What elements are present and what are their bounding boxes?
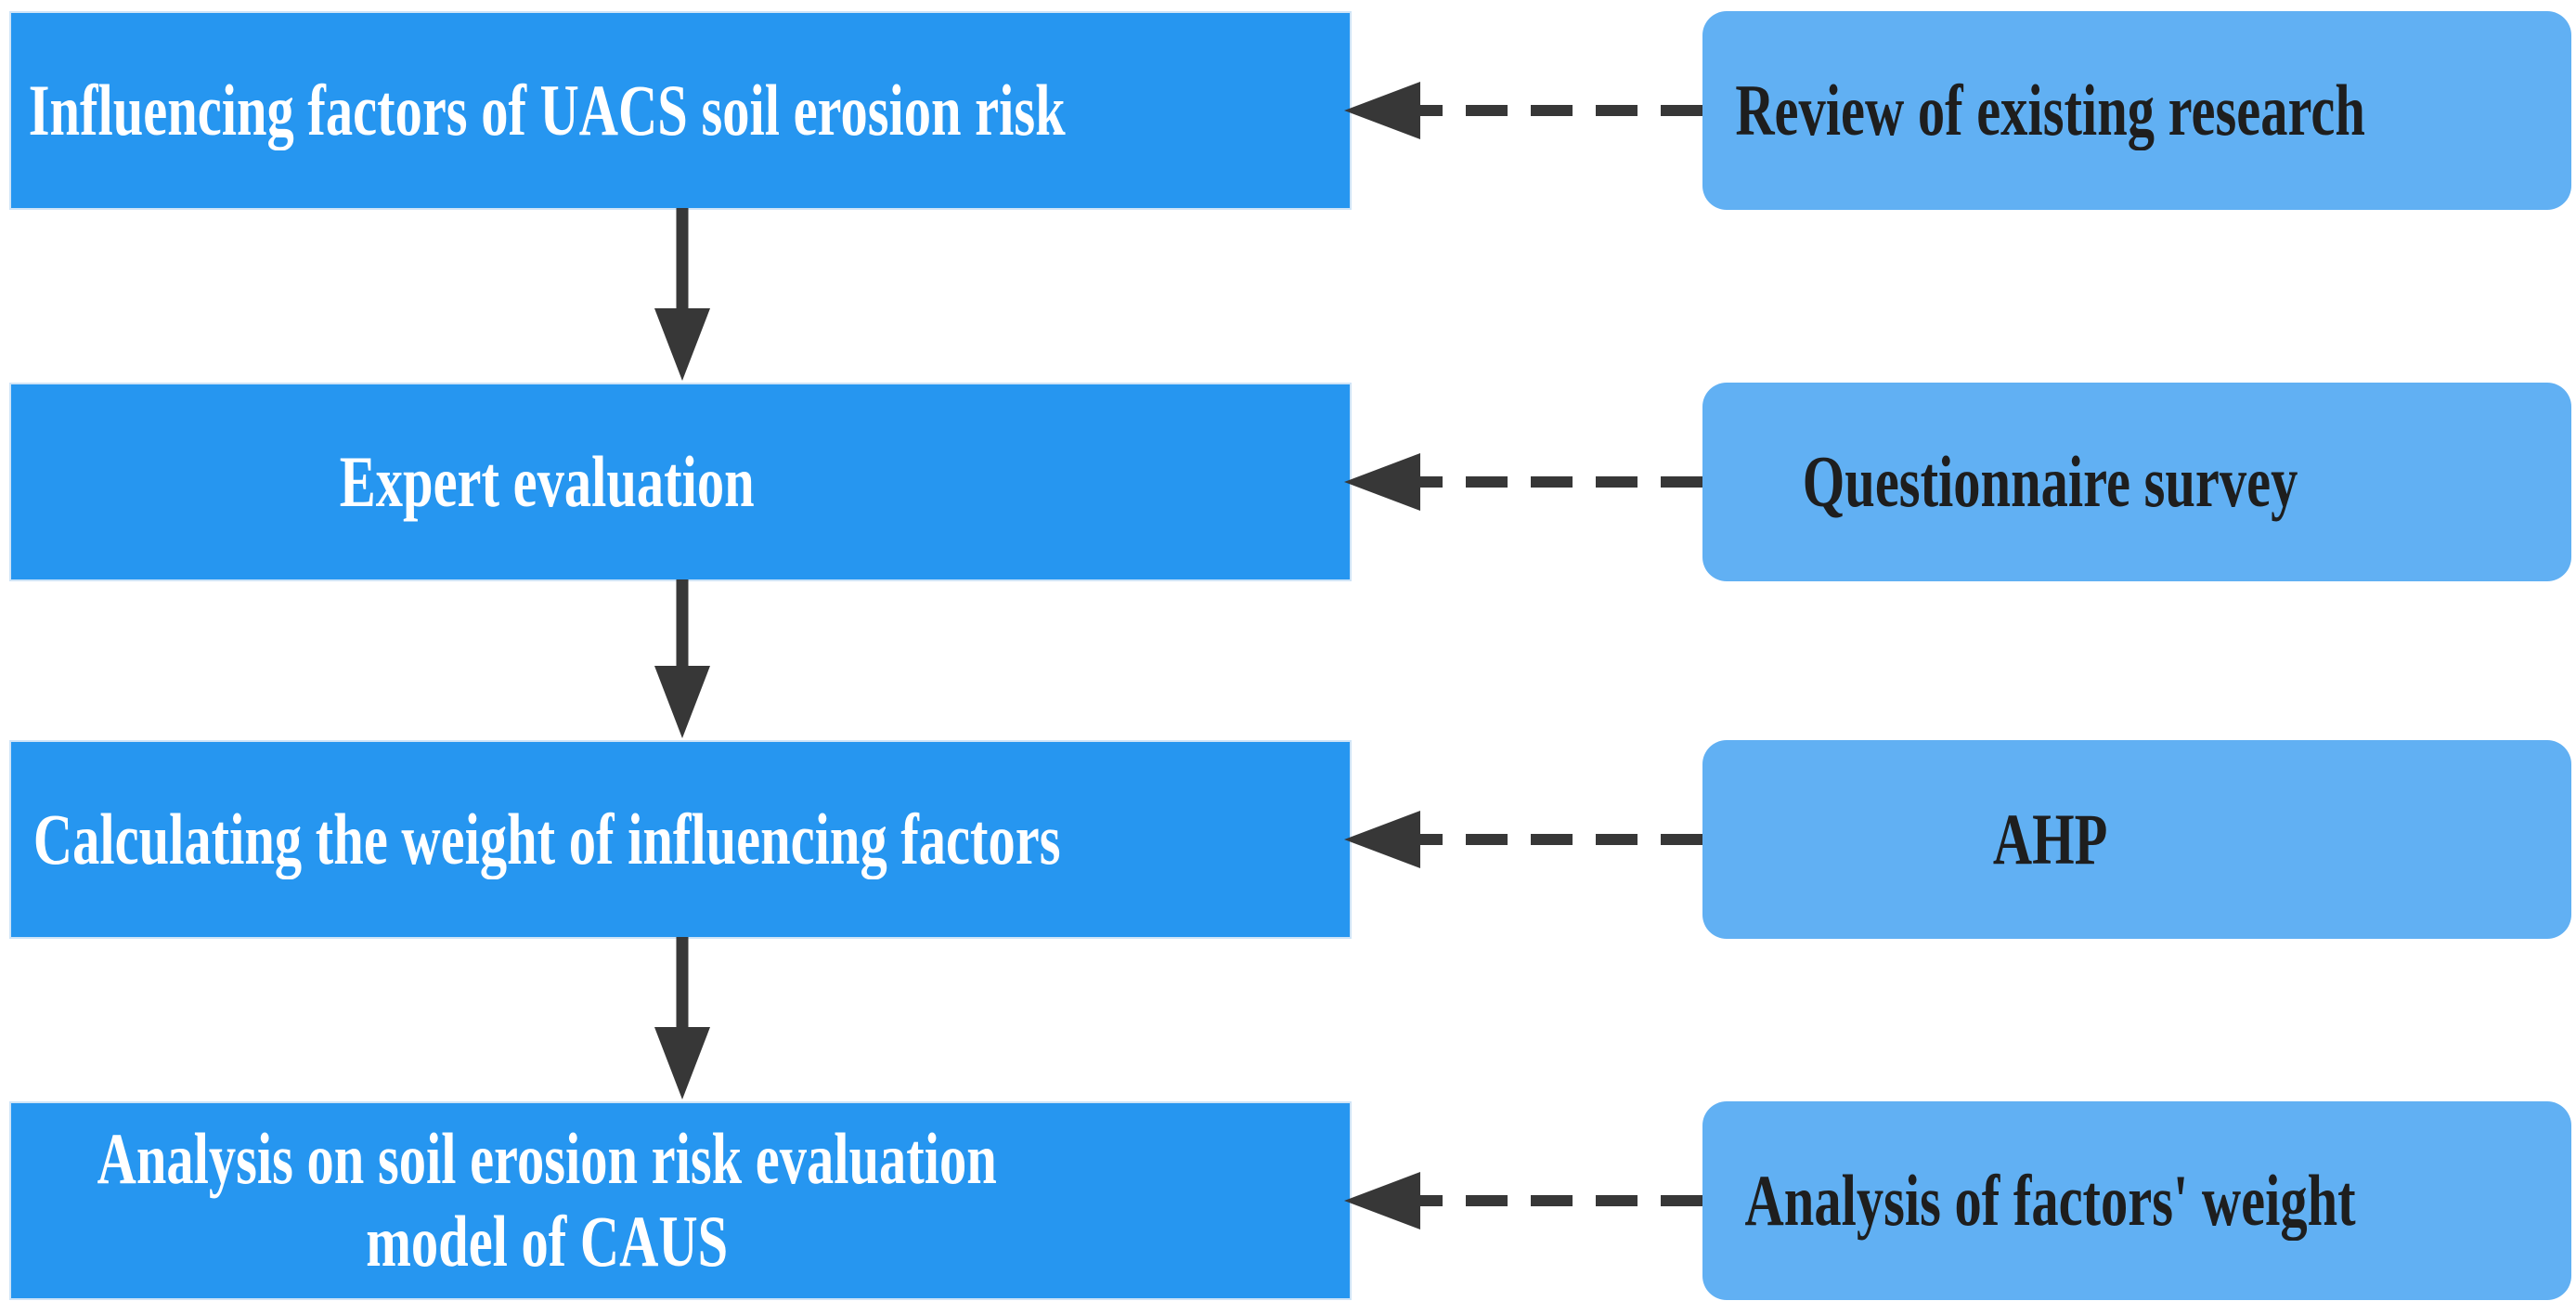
source-box-ahp: AHP <box>1702 740 2571 939</box>
step-box-calculating-weight: Calculating the weight of influencing fa… <box>9 740 1352 939</box>
dashed-left-arrow-icon <box>1344 453 1702 511</box>
source-box-review-research: Review of existing research <box>1702 11 2571 210</box>
source-label: Review of existing research <box>1735 69 2365 150</box>
down-arrow-icon <box>654 937 710 1099</box>
step-box-analysis-model: Analysis on soil erosion risk evaluation… <box>9 1101 1352 1300</box>
step-box-expert-evaluation: Expert evaluation <box>9 383 1352 581</box>
dashed-left-arrow-icon <box>1344 82 1702 139</box>
down-arrow-icon <box>654 208 710 381</box>
dashed-left-arrow-icon <box>1344 1172 1702 1229</box>
step-label: Analysis on soil erosion risk evaluation… <box>97 1118 997 1281</box>
dashed-left-arrow-icon <box>1344 811 1702 868</box>
source-label: Questionnaire survey <box>1802 440 2298 522</box>
step-label: Expert evaluation <box>339 440 755 522</box>
source-box-factors-weight: Analysis of factors' weight <box>1702 1101 2571 1300</box>
step-box-influencing-factors: Influencing factors of UACS soil erosion… <box>9 11 1352 210</box>
source-box-questionnaire-survey: Questionnaire survey <box>1702 383 2571 581</box>
source-label: Analysis of factors' weight <box>1744 1159 2356 1241</box>
step-label: Influencing factors of UACS soil erosion… <box>28 69 1066 150</box>
source-label: AHP <box>1992 798 2108 879</box>
step-label: Calculating the weight of influencing fa… <box>32 798 1061 879</box>
down-arrow-icon <box>654 579 710 738</box>
